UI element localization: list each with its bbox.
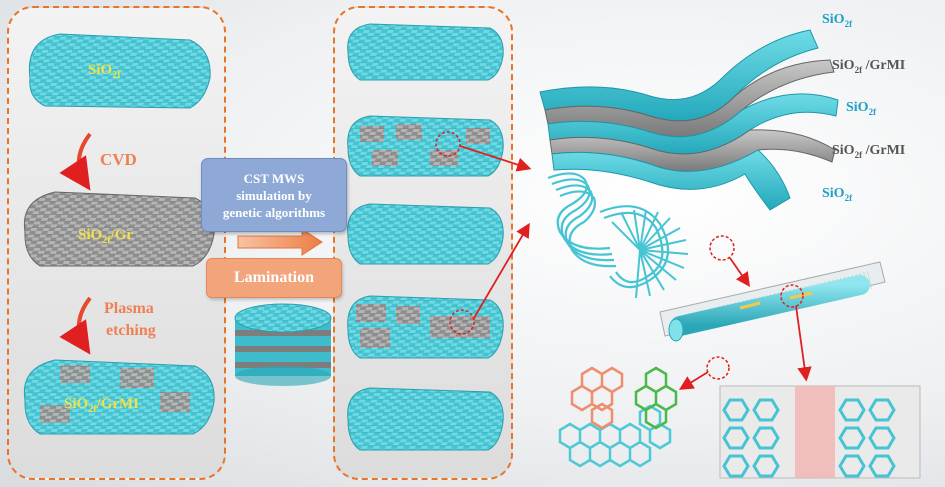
fabric-sio2f-gr [23, 191, 215, 267]
layer1-main: SiO [822, 12, 845, 27]
etching-label: etching [106, 322, 156, 339]
design-5 [347, 387, 504, 451]
layer4-sub: 2f [854, 149, 863, 160]
fabric2-label: SiO2f/Gr [78, 227, 133, 246]
fabric3-main: SiO [64, 396, 89, 412]
zoom-circle-fiber-top [780, 284, 804, 308]
fabric3-suffix: /GrMI [96, 396, 140, 412]
cst-simulation-box: CST MWS simulation by genetic algorithms [201, 158, 347, 232]
layer-label-2: SiO2f /GrMI [832, 58, 905, 75]
arrow-fiber-to-lattice [795, 305, 812, 382]
zoom-circle-fiber-bottom [706, 356, 730, 380]
cvd-curved-arrow [59, 132, 92, 191]
layer2-sub: 2f [854, 64, 863, 75]
layer-label-4: SiO2f /GrMI [832, 143, 905, 160]
fabric1-main: SiO [88, 62, 113, 78]
design-1 [347, 23, 504, 81]
fabric2-suffix: /Gr [110, 227, 134, 243]
layer3-main: SiO [846, 100, 869, 115]
fabric2-main: SiO [78, 227, 103, 243]
arrow-design2-to-structure [459, 145, 532, 172]
design-4 [347, 295, 504, 359]
cst-line2: simulation by [236, 187, 312, 203]
fiber-fan [611, 209, 689, 299]
design-2 [347, 115, 504, 177]
layer3-sub: 2f [868, 106, 877, 117]
layer-label-5: SiO2f [822, 186, 852, 203]
laminate-stack [234, 303, 332, 386]
layer2-main: SiO [832, 58, 855, 73]
etching-curved-arrow [59, 296, 92, 355]
molecule-green [634, 366, 678, 430]
design-3 [347, 203, 504, 265]
arrow-design4-to-structure [473, 222, 530, 319]
arrow-fiber-to-molecules [678, 371, 709, 390]
arrow-bundle-to-fiber [729, 257, 751, 287]
fabric-sio2f [28, 33, 211, 109]
coated-fiber [659, 261, 886, 342]
zoom-circle-bundle [709, 235, 735, 261]
cst-line1: CST MWS [243, 170, 305, 186]
fabric1-sub: 2f [112, 70, 121, 81]
fabric2-sub: 2f [102, 235, 111, 246]
layer-label-1: SiO2f [822, 12, 852, 29]
plasma-label: Plasma [104, 300, 154, 317]
layer5-main: SiO [822, 186, 845, 201]
fabric1-label: SiO2f [88, 62, 121, 81]
lattice-inset [719, 385, 921, 479]
layered-sheets [539, 29, 839, 211]
layer2-suffix: /GrMI [862, 58, 906, 73]
cvd-label: CVD [100, 150, 137, 169]
fabric-sio2f-grmi [23, 359, 215, 435]
molecule-orange [570, 366, 624, 430]
fabric3-sub: 2f [88, 404, 97, 415]
fabric3-label: SiO2f/GrMI [64, 396, 139, 415]
layer5-sub: 2f [844, 192, 853, 203]
right-block-arrow [237, 228, 323, 256]
cst-line3: genetic algorithms [222, 204, 326, 220]
layer4-suffix: /GrMI [862, 143, 906, 158]
graphene-sheet-blue [558, 404, 672, 468]
lamination-box: Lamination [206, 258, 342, 298]
layer-label-3: SiO2f [846, 100, 876, 117]
layer4-main: SiO [832, 143, 855, 158]
layer1-sub: 2f [844, 18, 853, 29]
fiber-bundle [547, 172, 670, 289]
